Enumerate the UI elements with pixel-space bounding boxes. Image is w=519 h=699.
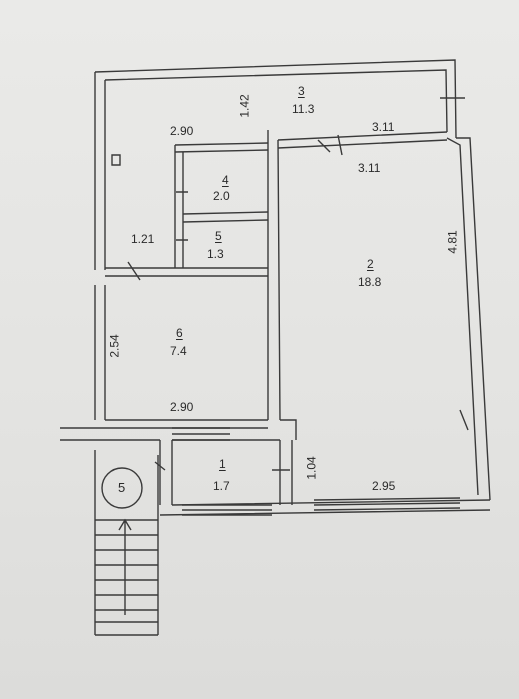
room-5-area: 1.3 <box>207 247 224 261</box>
wall-6-bottom <box>60 419 268 429</box>
left-wall-lower <box>94 285 106 420</box>
stair-circle <box>101 467 143 509</box>
room-1-area: 1.7 <box>213 479 230 493</box>
room-6-area: 7.4 <box>170 344 187 358</box>
window-bottom-2 <box>313 497 461 511</box>
room-3-area: 11.3 <box>292 102 315 116</box>
wall-5-6 <box>105 267 268 277</box>
bottom-wall <box>159 499 491 516</box>
partition-2 <box>267 130 281 421</box>
dim-3-11-a: 3.11 <box>372 120 395 134</box>
stair-label: 5 <box>118 480 126 495</box>
room-4-area: 2.0 <box>213 189 230 203</box>
wall-4-5 <box>174 145 184 268</box>
room-3-number: 3 <box>298 84 305 98</box>
right-wall <box>446 137 491 501</box>
dim-3-11-b: 3.11 <box>358 161 381 175</box>
stair-outline <box>94 450 159 636</box>
wall-2-bottom <box>280 419 297 440</box>
room-4-number: 4 <box>222 173 229 187</box>
partition-top-2 <box>277 131 448 149</box>
dim-2-90-top: 2.90 <box>170 124 194 138</box>
dim-1-04: 1.04 <box>304 456 319 480</box>
stair-arrow <box>118 518 132 615</box>
dim-2-95: 2.95 <box>372 479 396 493</box>
dim-2-90-bottom: 2.90 <box>170 400 194 414</box>
corridor-wall <box>174 142 269 153</box>
tick-marks <box>111 97 469 471</box>
stair-steps <box>95 519 158 623</box>
room-6-number: 6 <box>176 326 183 340</box>
dim-1-42: 1.42 <box>237 94 252 118</box>
room-2-area: 18.8 <box>358 275 382 289</box>
room-1-number: 1 <box>219 457 226 471</box>
dim-2-54: 2.54 <box>107 334 122 358</box>
dim-4-81: 4.81 <box>445 230 460 254</box>
dim-1-21: 1.21 <box>131 232 155 246</box>
window-bottom-1 <box>182 504 272 516</box>
room-5-number: 5 <box>215 229 222 243</box>
outer-wall-left <box>94 72 106 270</box>
room-2-number: 2 <box>367 257 374 271</box>
wall-4-5-div <box>182 211 269 223</box>
room1-walls <box>159 439 293 505</box>
window-room6 <box>172 427 230 441</box>
outer-wall <box>94 59 457 139</box>
